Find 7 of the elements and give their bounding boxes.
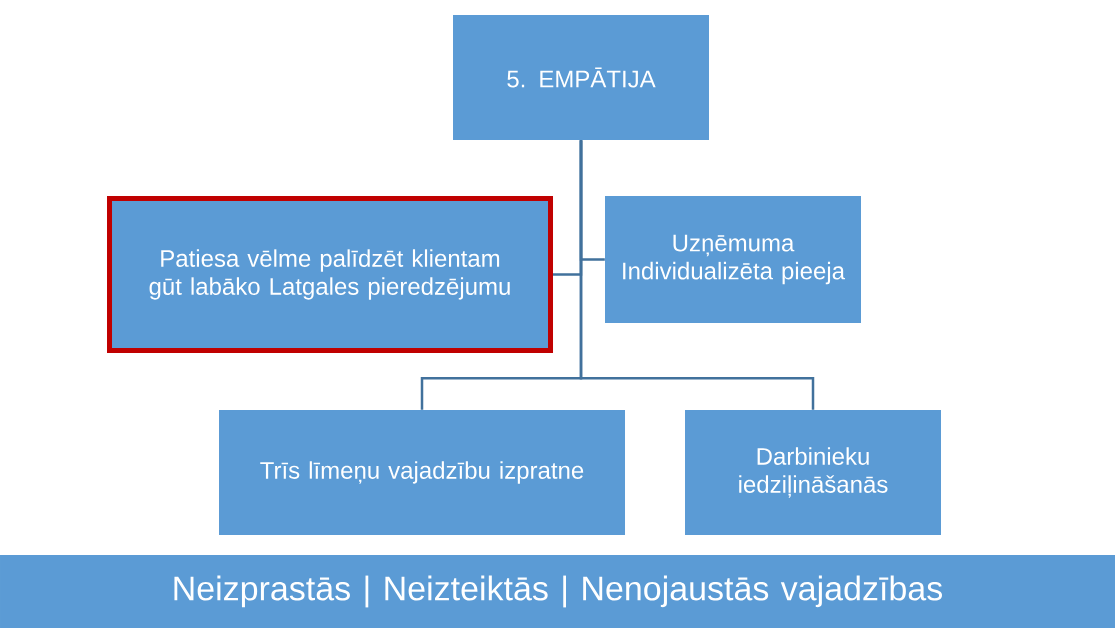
process-box: Trīs līmeņu vajadzību izpratne [219,410,625,535]
connector [579,140,815,410]
banner-bar: Neizprastās | Neizteiktās | Nenojaustās vajadzības [0,555,1115,628]
title-box: 5. EMPĀTIJA [453,15,709,140]
highlighted-box: Patiesa vēlme palīdzēt klientam gūt labāko Latgales pieredzējumu [107,196,553,353]
process-box: Darbinieku iedziļināšanās [685,410,941,535]
process-box: Uzņēmuma Individualizēta pieeja [605,196,861,323]
